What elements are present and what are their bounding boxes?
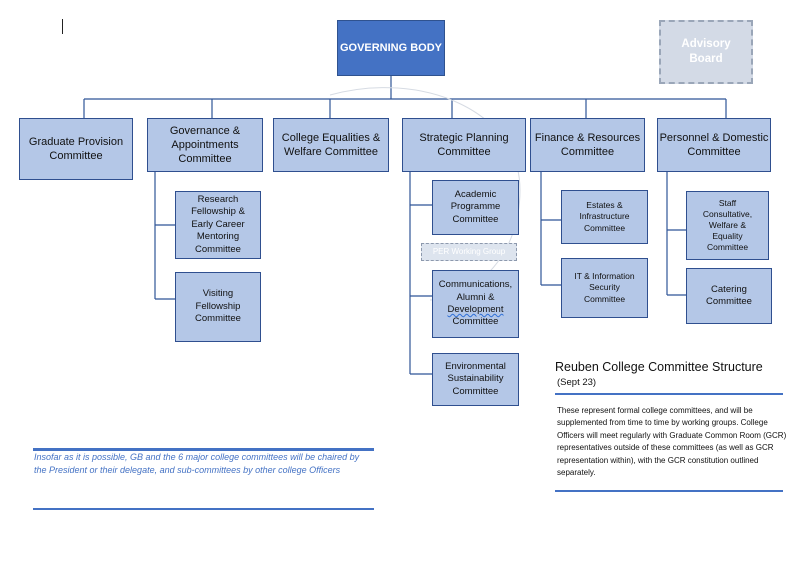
subcommittee-communications: Communications, Alumni & Development Com… xyxy=(432,270,519,338)
subcommittee-line: Infrastructure xyxy=(579,211,630,222)
subcommittee-line: Development xyxy=(447,304,504,315)
committee-finance: Finance & Resources Committee xyxy=(530,118,645,172)
committee-line: Welfare Committee xyxy=(284,146,378,158)
committee-line: Personnel & Domestic xyxy=(659,131,769,144)
footnote-text: Insofar as it is possible, GB and the 6 … xyxy=(34,452,360,476)
subcommittee-line: Fellowship & xyxy=(191,206,245,218)
subcommittee-academic-programme: Academic Programme Committee xyxy=(432,180,519,235)
committee-line: Committee xyxy=(178,153,232,166)
structure-description: These represent formal college committee… xyxy=(557,406,787,477)
subcommittee-line: IT & Information xyxy=(574,271,635,282)
structure-date: (Sept 23) xyxy=(557,377,597,388)
subcommittee-line: Committee xyxy=(195,243,241,255)
footnote-rule-bottom xyxy=(33,508,374,510)
advisory-board-line: Board xyxy=(689,53,723,65)
subcommittee-line: Welfare & xyxy=(708,219,747,230)
committee-line: College Equalities & xyxy=(281,131,381,144)
committee-equalities: College Equalities & Welfare Committee xyxy=(273,118,389,172)
subcommittee-line: Estates & xyxy=(586,200,623,211)
governing-body-label: GOVERNING BODY xyxy=(339,41,443,54)
committee-line: Committee xyxy=(560,146,615,158)
subcommittee-line: Equality xyxy=(712,231,743,242)
text-cursor xyxy=(62,19,63,34)
subcommittee-line: Communications, xyxy=(438,279,513,291)
subcommittee-line: Consultative, xyxy=(702,208,753,219)
subcommittee-visiting-fellowship: Visiting Fellowship Committee xyxy=(175,272,261,342)
subcommittee-line: Committee xyxy=(452,385,499,397)
subcommittee-staff-consultative: Staff Consultative, Welfare & Equality C… xyxy=(686,191,769,260)
subcommittee-estates: Estates & Infrastructure Committee xyxy=(561,190,648,244)
subcommittee-line: Committee xyxy=(583,222,626,233)
subcommittee-line: Committee xyxy=(452,316,499,328)
subcommittee-line: Research xyxy=(197,194,239,206)
governing-body-box: GOVERNING BODY xyxy=(337,20,445,76)
committee-line: Appointments xyxy=(171,138,239,151)
committee-personnel: Personnel & Domestic Committee xyxy=(657,118,771,172)
subcommittee-line: Fellowship xyxy=(195,300,241,312)
subcommittee-line: Staff xyxy=(718,197,737,208)
subcommittee-line: Visiting xyxy=(202,288,234,300)
subcommittee-line: Early Career xyxy=(191,218,245,230)
committee-line: Finance & Resources xyxy=(534,131,641,144)
committee-line: Committee xyxy=(49,150,103,162)
subcommittee-line: Committee xyxy=(706,242,749,253)
committee-graduate-provision: Graduate Provision Committee xyxy=(19,118,133,180)
subcommittee-line: Committee xyxy=(195,313,241,325)
subcommittee-line: Sustainability xyxy=(447,373,504,385)
subcommittee-it-security: IT & Information Security Committee xyxy=(561,258,648,318)
subcommittee-line: Security xyxy=(589,282,620,293)
footnote-rule-top xyxy=(33,448,374,451)
subcommittee-line: Academic xyxy=(454,188,497,200)
subcommittee-line: Mentoring xyxy=(196,231,240,243)
subcommittee-line: Environmental xyxy=(445,360,506,372)
subcommittee-line: Alumni & xyxy=(456,291,495,303)
committee-governance: Governance & Appointments Committee xyxy=(147,118,263,172)
committee-line: Governance & xyxy=(169,124,241,137)
subcommittee-catering: Catering Committee xyxy=(686,268,772,324)
subcommittee-research-fellowship: Research Fellowship & Early Career Mento… xyxy=(175,191,261,259)
structure-rule-bottom xyxy=(555,490,783,492)
subcommittee-line: Catering xyxy=(711,283,747,295)
committee-line: Committee xyxy=(687,146,741,158)
advisory-board-box: Advisory Board xyxy=(659,20,753,84)
working-group-label: PER Working Group xyxy=(432,246,506,256)
structure-rule-top xyxy=(555,393,783,395)
subcommittee-line: Committee xyxy=(452,213,499,225)
subcommittee-environmental: Environmental Sustainability Committee xyxy=(432,353,519,406)
committee-line: Graduate Provision xyxy=(28,135,124,148)
committee-strategic-planning: Strategic Planning Committee xyxy=(402,118,526,172)
subcommittee-line: Committee xyxy=(706,296,752,307)
structure-title: Reuben College Committee Structure xyxy=(555,360,763,374)
advisory-board-line: Advisory xyxy=(681,38,731,51)
committee-line: Committee xyxy=(437,146,491,158)
subcommittee-line: Committee xyxy=(583,293,626,304)
committee-line: Strategic Planning xyxy=(419,131,509,144)
subcommittee-line: Programme xyxy=(450,201,501,213)
working-group-box: PER Working Group xyxy=(421,243,517,261)
